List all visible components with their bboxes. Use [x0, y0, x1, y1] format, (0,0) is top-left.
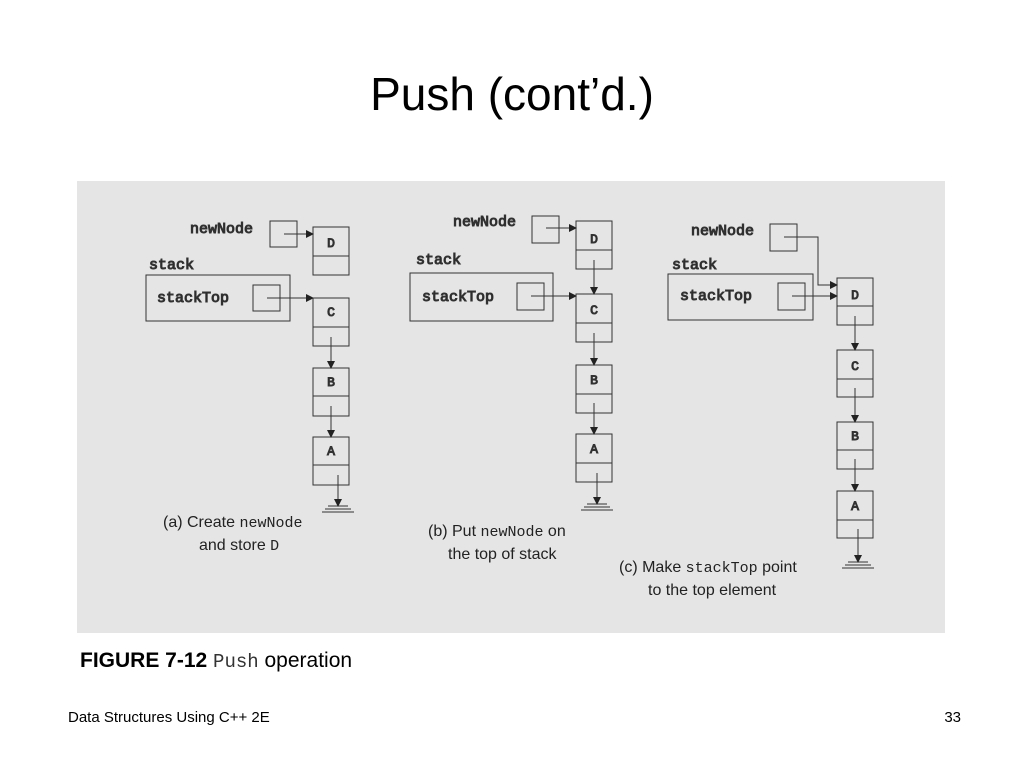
footer-book-title: Data Structures Using C++ 2E: [68, 709, 270, 726]
figure-caption-code: Push: [213, 651, 259, 673]
svg-text:B: B: [590, 373, 598, 388]
svg-text:C: C: [590, 303, 598, 318]
node-b-3: A: [575, 433, 613, 483]
node-c-3: A: [836, 490, 874, 539]
node-a-0: D: [312, 226, 350, 276]
svg-text:A: A: [851, 499, 859, 514]
caption-panel-c: (c) Make stackTop point to the top eleme…: [619, 559, 797, 599]
label-newnode-c: newNode: [691, 223, 754, 240]
null-ground-a: [322, 505, 354, 513]
svg-text:D: D: [851, 288, 859, 303]
svg-text:B: B: [327, 375, 335, 390]
label-newnode-b: newNode: [453, 214, 516, 231]
figure-panel: newNode D stack stackTop C: [77, 181, 945, 633]
label-stack-b: stack: [416, 252, 461, 269]
node-a-3: A: [312, 436, 350, 486]
caption-panel-b: (b) Put newNode on the top of stack: [428, 523, 566, 563]
label-stacktop-a: stackTop: [157, 290, 229, 307]
svg-text:C: C: [851, 359, 859, 374]
panel-b: newNode D stack stackTop C: [409, 214, 613, 511]
panel-c: newNode stack stackTop D C: [667, 223, 874, 569]
null-ground-c: [842, 561, 874, 569]
figure-caption-text: operation: [264, 649, 353, 672]
label-newnode-a: newNode: [190, 221, 253, 238]
label-stack-c: stack: [672, 257, 717, 274]
push-diagram: newNode D stack stackTop C: [145, 214, 874, 569]
svg-text:A: A: [590, 442, 598, 457]
svg-text:D: D: [327, 236, 335, 251]
figure-caption-label: FIGURE 7-12: [80, 649, 208, 672]
svg-text:B: B: [851, 429, 859, 444]
svg-text:D: D: [590, 232, 598, 247]
svg-text:C: C: [327, 305, 335, 320]
label-stacktop-c: stackTop: [680, 288, 752, 305]
caption-panel-a: (a) Create newNode and store D: [163, 514, 303, 555]
figure-caption: FIGURE 7-12 Push operation: [80, 647, 352, 676]
panel-a: newNode D stack stackTop C: [145, 220, 354, 513]
stack-box-c: [667, 273, 814, 321]
label-stack-a: stack: [149, 257, 194, 274]
label-stacktop-b: stackTop: [422, 289, 494, 306]
newnode-pointer-box-b: [531, 215, 560, 244]
stack-box-b: [409, 272, 554, 322]
null-ground-b: [581, 503, 613, 511]
slide-title: Push (cont’d.): [370, 68, 654, 120]
svg-text:A: A: [327, 444, 335, 459]
page-number: 33: [944, 709, 961, 726]
